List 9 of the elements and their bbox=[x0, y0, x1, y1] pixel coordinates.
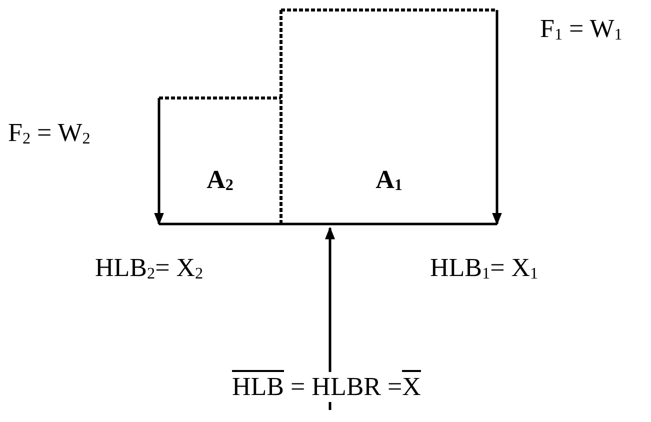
area-label: A$_{1}$ bbox=[376, 164, 402, 196]
balance-equation: HLB = HLBR =X bbox=[232, 372, 421, 402]
area-label: A$_{2}$ bbox=[206, 164, 234, 196]
area-block bbox=[159, 98, 281, 224]
balance-equation: HLB$_{2}$= X$_{2}$ bbox=[95, 253, 204, 284]
balance-equation: HLB$_{1}$= X$_{1}$ bbox=[430, 253, 538, 284]
force-equation: F$_{1}$ = W$_{1}$ bbox=[540, 14, 622, 44]
area-block bbox=[281, 10, 497, 224]
force-equation: F$_{2}$ = W$_{2}$ bbox=[8, 118, 90, 148]
